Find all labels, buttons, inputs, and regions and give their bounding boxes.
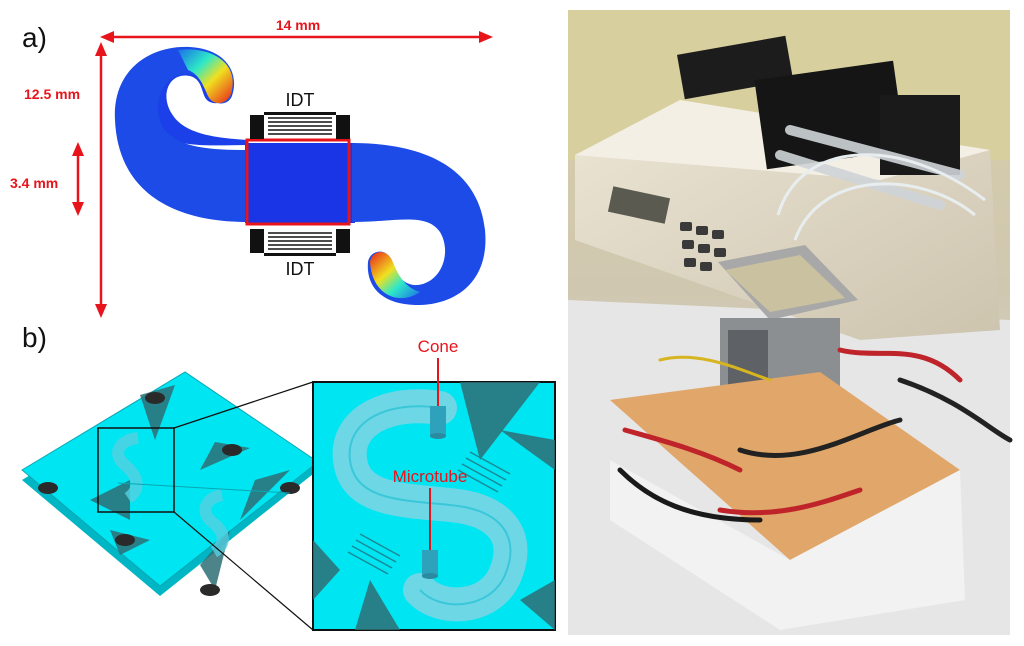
height-dimension-arrow xyxy=(95,42,107,318)
width-dimension-label: 14 mm xyxy=(276,17,320,33)
central-channel xyxy=(245,143,355,223)
panel-b-label: b) xyxy=(22,322,47,353)
cone-tube xyxy=(430,406,446,436)
microtube xyxy=(422,550,438,576)
idt-top xyxy=(250,112,350,139)
idt-top-label: IDT xyxy=(286,90,315,110)
panel-a-label: a) xyxy=(22,22,47,53)
interaction-zone-box xyxy=(245,138,351,226)
channel-dimension-arrow xyxy=(72,142,84,216)
cone-label: Cone xyxy=(418,337,459,356)
panel-b-zoom-inset: Cone Microtube xyxy=(312,337,556,631)
right-tip-heat xyxy=(370,251,420,299)
base-plate xyxy=(610,372,960,560)
width-dimension-arrow xyxy=(100,31,493,43)
height-dimension-label: 12.5 mm xyxy=(24,86,80,102)
left-tip-heat xyxy=(178,49,233,104)
channel-dimension-label: 3.4 mm xyxy=(10,175,58,191)
zoom-region-box xyxy=(97,427,175,513)
panel-b-chip-overview xyxy=(21,371,319,631)
panel-c-photo xyxy=(568,10,1013,635)
idt-bottom xyxy=(250,229,350,256)
panel-a-simulation: IDT IDT 14 mm 12.5 mm 3.4 mm xyxy=(10,17,493,318)
microtube-label: Microtube xyxy=(393,467,468,486)
idt-bottom-label: IDT xyxy=(286,259,315,279)
right-curl-outer xyxy=(352,143,486,306)
